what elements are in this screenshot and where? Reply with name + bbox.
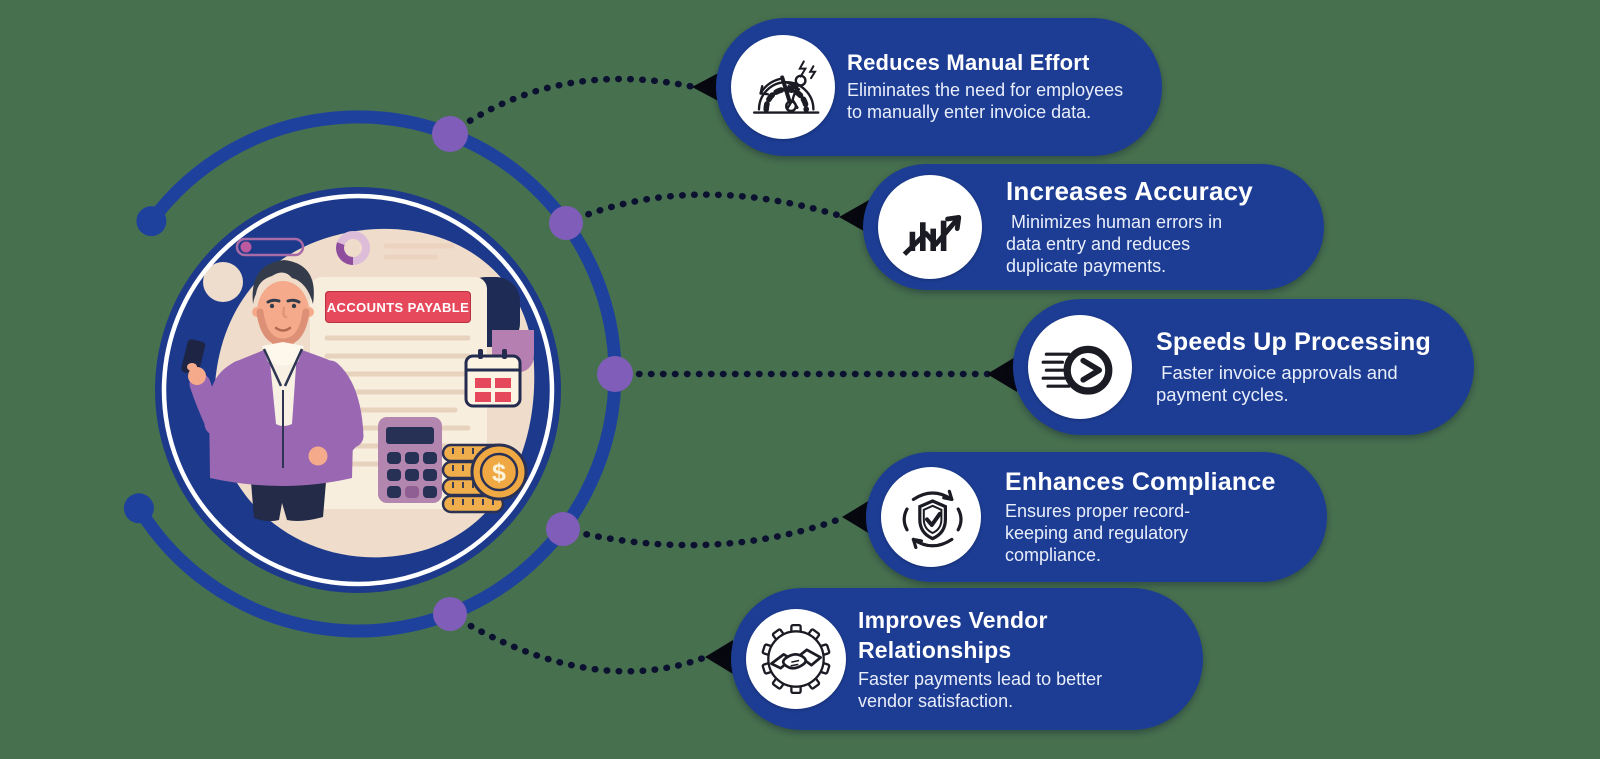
card-title: Improves Vendor Relationships — [858, 606, 1048, 664]
card-title: Speeds Up Processing — [1156, 328, 1431, 357]
orbit-node-2 — [549, 206, 583, 240]
progress-slider — [235, 237, 305, 257]
beige-dot — [203, 262, 243, 302]
orbit-node-5 — [433, 597, 467, 631]
card-title: Reduces Manual Effort — [847, 49, 1090, 75]
connector-5 — [446, 610, 710, 675]
card-body: Faster payments lead to better vendor sa… — [858, 669, 1103, 712]
calendar-icon — [464, 349, 522, 408]
ring-endcap-bottom — [123, 493, 154, 524]
arrow-tail-2 — [839, 200, 869, 234]
handshake-gear-icon — [746, 609, 846, 709]
orbit-node-4 — [546, 512, 580, 546]
card-title: Enhances Compliance — [1005, 467, 1276, 496]
center-illustration: $ — [155, 187, 561, 593]
orbit-node-3 — [597, 356, 633, 392]
donut-chart — [336, 231, 370, 265]
arrow-tail-5 — [705, 640, 733, 674]
benefit-card-enhances-compliance: Enhances Compliance Ensures proper recor… — [866, 452, 1327, 582]
card-body: Minimizes human errors in data entry and… — [1006, 211, 1223, 276]
dollar-symbol: $ — [492, 459, 506, 487]
person-illustration — [181, 260, 364, 522]
benefit-card-speeds-up-processing: Speeds Up Processing Faster invoice appr… — [1013, 299, 1474, 435]
arrow-tail-3 — [987, 356, 1017, 392]
benefit-card-improves-vendor-relationships: Improves Vendor Relationships Faster pay… — [731, 588, 1203, 730]
orbit-node-1 — [432, 116, 468, 152]
connector-1 — [446, 75, 698, 138]
card-title: Increases Accuracy — [1006, 176, 1253, 207]
shield-check-cycle-icon — [881, 467, 981, 567]
arrow-tail-4 — [842, 500, 870, 534]
orbit-nodes — [432, 116, 633, 631]
benefit-card-reduces-manual-effort: Reduces Manual Effort Eliminates the nee… — [716, 18, 1162, 156]
accounts-payable-banner: ACCOUNTS PAYABLE — [325, 291, 471, 323]
ring-endcap-top — [136, 206, 167, 237]
dollar-coin: $ — [470, 443, 528, 501]
bar-chart-growth-icon — [878, 175, 982, 279]
card-body: Eliminates the need for employees to man… — [847, 80, 1124, 123]
connector-4 — [559, 514, 847, 549]
card-body: Ensures proper record- keeping and regul… — [1005, 501, 1191, 566]
dotted-connectors — [446, 75, 993, 675]
card-body: Faster invoice approvals and payment cyc… — [1156, 361, 1398, 406]
decorative-lines — [383, 243, 455, 260]
connector-2 — [562, 191, 845, 227]
calculator-icon — [378, 417, 442, 503]
fast-clock-icon — [1028, 315, 1132, 419]
gauge-effort-icon — [731, 35, 835, 139]
benefit-card-increases-accuracy: Increases Accuracy Minimizes human error… — [863, 164, 1324, 290]
